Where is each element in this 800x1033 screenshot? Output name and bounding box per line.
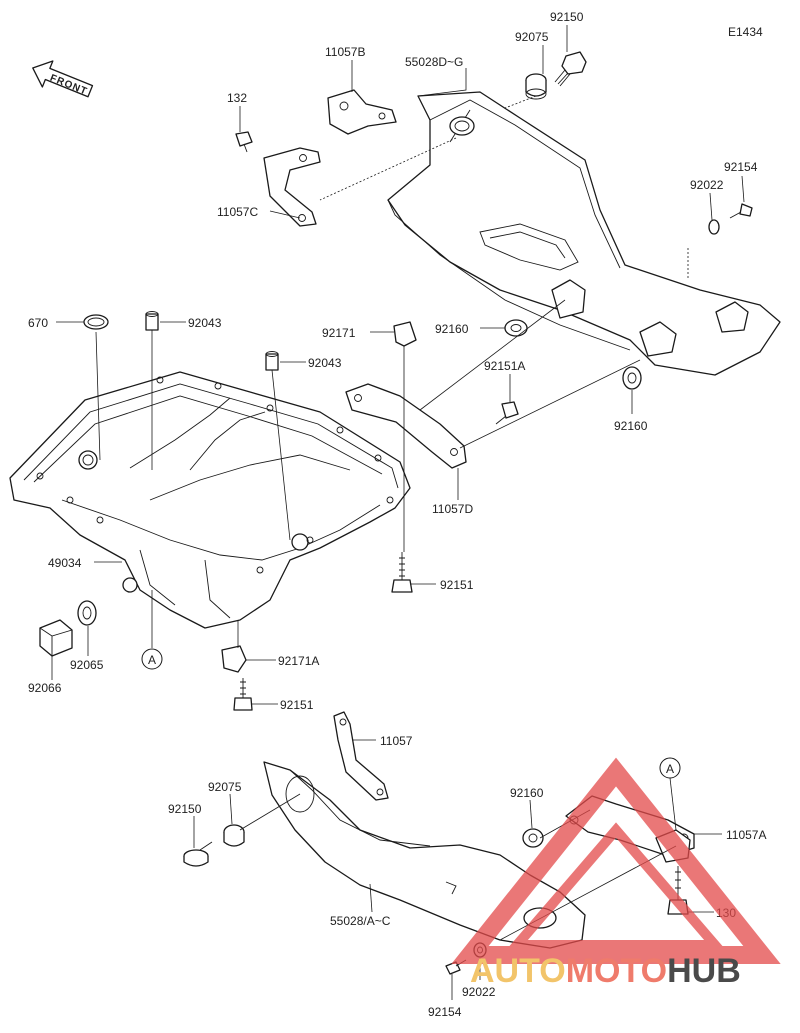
oil-pan [9, 371, 411, 629]
label-55028D-G: 55028D~G [405, 55, 463, 69]
svg-text:A: A [666, 762, 674, 776]
label-11057D: 11057D [432, 502, 473, 516]
label-132: 132 [227, 91, 247, 105]
watermark-moto: MOTO [566, 952, 667, 990]
label-92151-b: 92151 [280, 698, 314, 712]
watermark-triangle-icon [451, 757, 781, 964]
label-49034: 49034 [48, 556, 82, 570]
bolt-132 [235, 131, 253, 153]
bolt-92150-bottom [183, 841, 213, 867]
watermark-auto: AUTO [470, 952, 566, 990]
front-arrow-icon: FRONT [32, 60, 94, 98]
svg-text:A: A [148, 653, 156, 667]
ref-marker-a-bottom: A [659, 757, 681, 779]
label-92075-bot: 92075 [208, 780, 242, 794]
label-11057C: 11057C [217, 205, 258, 219]
bracket-11057C [263, 147, 321, 227]
bolt-92154-top [729, 203, 753, 219]
label-92171: 92171 [322, 326, 356, 340]
label-92066: 92066 [28, 681, 62, 695]
label-92154-bot: 92154 [428, 1005, 462, 1019]
grommet-92075-bottom [223, 824, 245, 847]
grommet-92160-a [504, 319, 528, 337]
grommet-92075-top [525, 73, 547, 100]
label-92075-top: 92075 [515, 30, 549, 44]
label-92065: 92065 [70, 658, 104, 672]
under-cowl-upper [387, 91, 781, 376]
bolt-92151-a [391, 552, 413, 593]
label-92022-bot: 92022 [462, 985, 496, 999]
diagram-code: E1434 [728, 25, 763, 39]
label-92154-top: 92154 [724, 160, 758, 174]
label-92022-top: 92022 [690, 178, 724, 192]
o-ring-670 [83, 314, 109, 330]
label-92150-top: 92150 [550, 10, 584, 24]
label-92160-c: 92160 [510, 786, 544, 800]
washer-92065 [77, 600, 97, 626]
label-92171A: 92171A [278, 654, 319, 668]
bolt-92151A [495, 401, 519, 425]
clamp-92171 [393, 321, 417, 347]
label-92151A: 92151A [484, 359, 525, 373]
label-55028A-C: 55028/A~C [330, 914, 391, 928]
label-92151-a: 92151 [440, 578, 474, 592]
label-92150-bot: 92150 [168, 802, 202, 816]
bracket-11057D [345, 383, 467, 469]
grommet-92160-c [522, 828, 544, 848]
label-11057A: 11057A [726, 828, 766, 842]
dowel-92043-b [265, 351, 279, 371]
label-92160-a: 92160 [435, 322, 469, 336]
label-670: 670 [28, 316, 48, 330]
washer-92022-top [708, 219, 720, 235]
label-92043-a: 92043 [188, 316, 222, 330]
watermark: AUTOMOTOHUB [451, 757, 781, 990]
bolt-92151-b [233, 678, 253, 711]
label-92160-b: 92160 [614, 419, 648, 433]
clamp-92171A [221, 645, 247, 673]
label-92043-b: 92043 [308, 356, 342, 370]
bracket-11057B [327, 89, 397, 135]
grommet-92160-b [622, 366, 642, 390]
watermark-text: AUTOMOTOHUB [470, 952, 741, 990]
watermark-hub: HUB [667, 952, 741, 990]
dowel-92043-a [145, 311, 159, 331]
label-11057: 11057 [380, 734, 413, 748]
bolt-92150-top [554, 51, 587, 87]
label-11057B: 11057B [325, 45, 365, 59]
bracket-11057 [333, 711, 389, 801]
drain-plug-92066 [39, 619, 73, 657]
ref-marker-a: A [141, 648, 163, 670]
